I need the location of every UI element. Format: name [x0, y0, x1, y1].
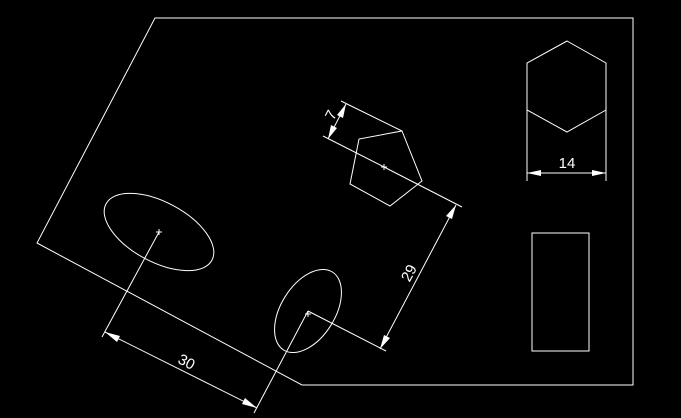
- dim-7-extension-bottom: [322, 135, 385, 168]
- dim-29-dimension-line: [379, 204, 457, 350]
- rectangle: [531, 232, 590, 352]
- dimension-29: 29: [307, 166, 463, 352]
- hexagon: [526, 40, 607, 133]
- dim-14-arrow-left: [527, 170, 541, 176]
- dim-30-arrow-left: [105, 332, 120, 342]
- dim-30-arrow-right: [242, 398, 257, 408]
- dimension-7: 7: [322, 100, 403, 168]
- plate-outline: [36, 17, 634, 386]
- dim-14-label: 14: [559, 155, 576, 172]
- dim-30-extension-right: [253, 310, 309, 414]
- dim-14-arrow-right: [592, 170, 606, 176]
- dim-29-arrow-top: [446, 205, 456, 219]
- dimension-14: 14: [526, 110, 607, 181]
- dim-7-arrow-top: [337, 104, 346, 118]
- ellipse-lower: [274, 268, 342, 354]
- dim-29-label: 29: [398, 262, 421, 285]
- dim-30-label: 30: [175, 351, 198, 374]
- dim-30-dimension-line: [104, 331, 258, 409]
- dim-7-extension-top: [340, 100, 403, 132]
- pentagon: [349, 130, 423, 207]
- dim-29-extension-top: [383, 166, 463, 208]
- dim-29-arrow-bottom: [380, 335, 390, 349]
- dim-7-arrow-bottom: [328, 125, 337, 139]
- dim-7-label: 7: [322, 108, 341, 123]
- dim-29-extension-bottom: [307, 310, 387, 352]
- dimension-30: 30: [101, 231, 309, 414]
- dim-30-extension-left: [101, 231, 160, 338]
